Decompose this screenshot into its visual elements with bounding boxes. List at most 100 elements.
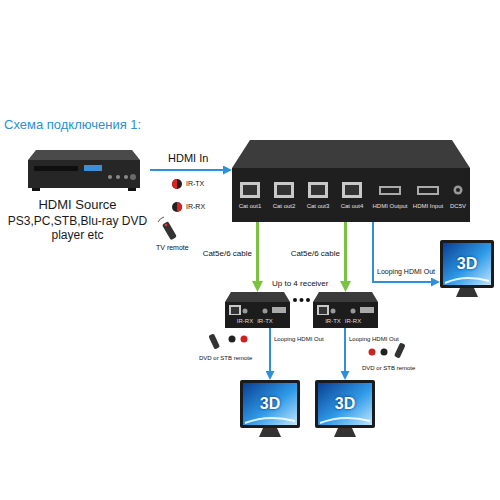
device-label: TV remote: [156, 244, 189, 252]
edge-label: HDMI In: [168, 152, 208, 165]
port-label: IR-RX: [237, 318, 253, 325]
rj45-hole: [231, 307, 239, 314]
port-label: Cat out4: [341, 203, 364, 210]
port-label: IR-TX: [325, 318, 341, 325]
ir-icon: [381, 349, 388, 356]
ellipsis-dot: [293, 298, 297, 302]
player-button: [130, 174, 136, 180]
player-button: [116, 175, 120, 179]
receiver-front: [225, 302, 290, 328]
receiver-box: IR-TX IR-RX: [313, 292, 378, 328]
player-front: [28, 160, 140, 188]
port-label: IR-RX: [345, 318, 361, 325]
player-button: [108, 175, 112, 179]
note-label: Up to 4 receiver: [272, 279, 328, 288]
tv-frame: [240, 380, 300, 428]
rj45-port: [317, 305, 329, 315]
receiver-top: [225, 292, 290, 302]
hdmi-port: [272, 307, 286, 313]
rj45-port: [240, 182, 260, 198]
ir-wave: [158, 217, 164, 222]
dvd-player: [28, 150, 140, 191]
tv-illustration: [240, 380, 300, 437]
tv-stand: [259, 428, 281, 437]
tv-display: 3D: [440, 240, 494, 300]
dc-hole: [456, 188, 460, 192]
edge-label: Cat5e/6 cable: [291, 249, 340, 258]
hdmi-port: [379, 186, 401, 195]
water-splash: [445, 278, 489, 283]
splitter-housing: [232, 140, 470, 222]
player-button: [124, 175, 128, 179]
ellipsis-dot: [306, 298, 310, 302]
tv-frame: [440, 240, 494, 288]
splitter-front: [232, 168, 470, 222]
hdmi-hole: [381, 188, 399, 193]
cable-arrow: [256, 222, 259, 281]
remote-icon: [394, 342, 406, 358]
splitter-top: [232, 140, 470, 168]
rj45-port: [342, 182, 362, 198]
ir-rx-icon: [172, 202, 182, 212]
hdmi-arrow: [150, 169, 223, 171]
rj45-hole: [345, 185, 359, 195]
device-label: DVD or STB remote: [362, 365, 415, 372]
signal-name: IR-RX: [186, 203, 205, 211]
remote-led: [165, 224, 168, 227]
device-caption: HDMI Source: [38, 197, 116, 213]
signal-name: IR-TX: [186, 180, 204, 188]
port-label: IR-TX: [257, 318, 273, 325]
ir-tx-icon: [172, 179, 182, 189]
ir-tx-tip: [172, 179, 177, 189]
device-label: DVD or STB remote: [199, 355, 252, 362]
port-label: HDMI Output: [372, 203, 407, 210]
tv-frame: [315, 380, 375, 428]
player-top: [28, 150, 140, 160]
ir-icon: [241, 336, 248, 343]
ellipsis-dot: [300, 298, 304, 302]
port-label: Cat out3: [307, 203, 330, 210]
hdmi-arrow: [269, 328, 271, 371]
hdmi-port: [417, 186, 439, 195]
port-label: Cat out1: [239, 203, 262, 210]
cable-arrow: [344, 222, 347, 281]
hdmi-port: [360, 307, 374, 313]
receiver-box: IR-RX IR-TX: [225, 292, 290, 328]
ir-icon: [369, 349, 376, 356]
rj45-port: [274, 182, 294, 198]
ir-jack: [263, 309, 268, 314]
port-label: DC5V: [450, 203, 466, 210]
ir-rx-tip: [177, 202, 182, 212]
rj45-port: [229, 305, 241, 315]
ir-sensors: [158, 179, 182, 240]
player-display: [84, 165, 102, 171]
edge-label: Looping HDMI Out: [274, 336, 324, 343]
ir-icon: [229, 336, 236, 343]
receiver-ir-accessories: [208, 333, 405, 358]
ir-jack: [351, 309, 356, 314]
screen-text: 3D: [440, 256, 494, 272]
port-label: HDMI Input: [413, 203, 443, 210]
edge-label: Cat5e/6 cable: [203, 249, 252, 258]
screen-text: 3D: [315, 396, 375, 412]
ir-jack: [243, 309, 248, 314]
receiver-housing: [225, 292, 290, 328]
rj45-hole: [243, 185, 257, 195]
tv-illustration: [315, 380, 375, 437]
rj45-hole: [311, 185, 325, 195]
port-label: Cat out2: [273, 203, 296, 210]
rj45-port: [308, 182, 328, 198]
tv-display: 3D: [240, 380, 300, 438]
edge-label: Looping HDMI Out: [349, 336, 399, 343]
diagram-title: Схема подключения 1:: [4, 118, 141, 133]
dc-jack: [454, 186, 463, 195]
tv-stand: [456, 288, 478, 297]
water-splash: [320, 418, 370, 423]
player-foot: [128, 188, 136, 191]
player-foot: [32, 188, 40, 191]
disc-tray: [34, 166, 78, 171]
screen-text: 3D: [240, 396, 300, 412]
hdmi-arrow: [344, 328, 346, 371]
water-splash: [245, 418, 295, 423]
tv-stand: [334, 428, 356, 437]
